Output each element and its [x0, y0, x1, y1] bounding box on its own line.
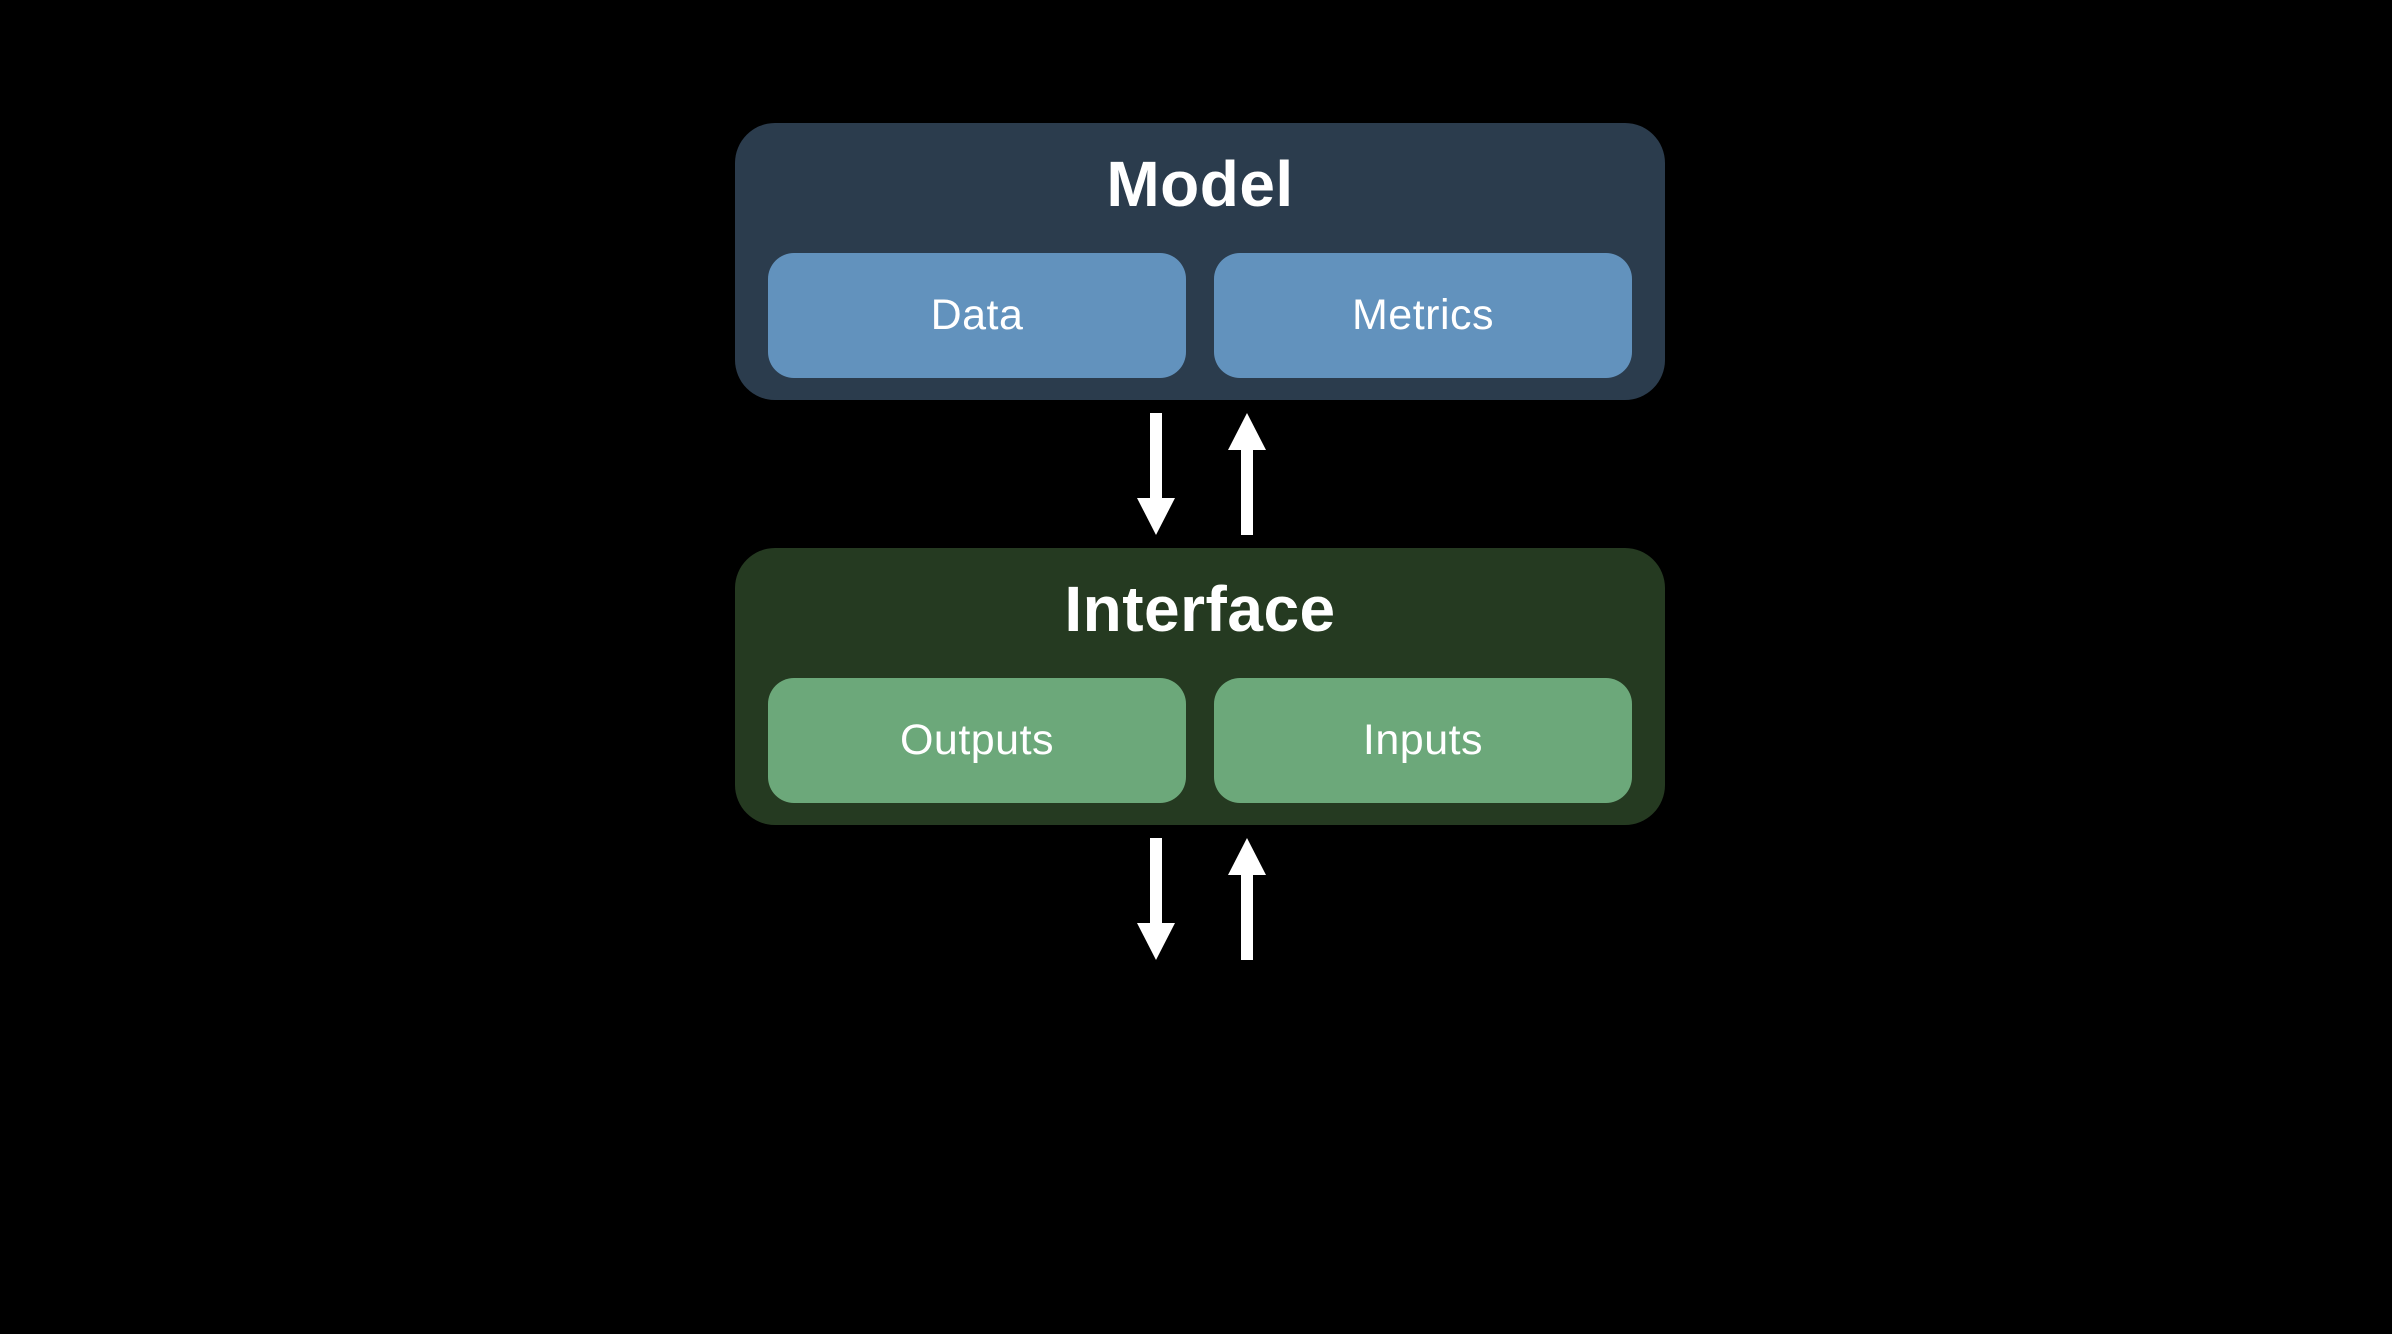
model-sub-row: Data Metrics [768, 253, 1632, 378]
inputs-label: Inputs [1362, 716, 1484, 764]
down-arrow-icon [1136, 413, 1176, 535]
outputs-box: Outputs [768, 678, 1186, 803]
interface-sub-row: Outputs Inputs [768, 678, 1632, 803]
inputs-box: Inputs [1214, 678, 1632, 803]
metrics-box: Metrics [1214, 253, 1632, 378]
metrics-label: Metrics [1351, 291, 1495, 339]
interface-box: Interface Outputs Inputs [735, 548, 1665, 825]
model-title: Model [1106, 148, 1294, 220]
up-arrow-icon [1227, 838, 1267, 960]
interface-title: Interface [1064, 573, 1336, 645]
outputs-label: Outputs [899, 716, 1055, 764]
up-arrow-icon [1227, 413, 1267, 535]
down-arrow-icon [1136, 838, 1176, 960]
model-box: Model Data Metrics [735, 123, 1665, 400]
data-box: Data [768, 253, 1186, 378]
data-label: Data [930, 291, 1024, 339]
